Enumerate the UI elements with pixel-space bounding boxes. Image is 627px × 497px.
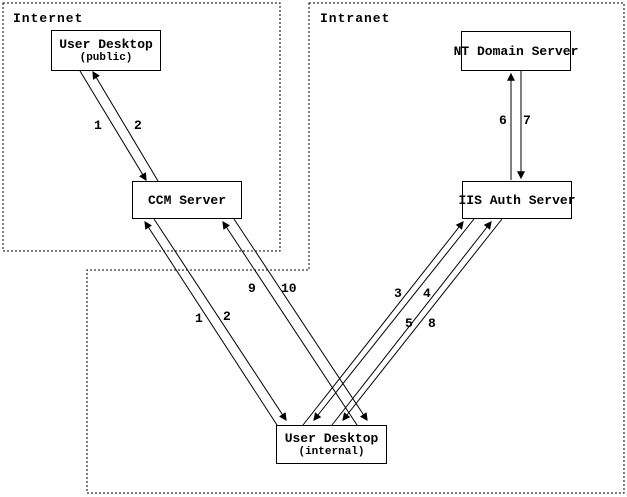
node-title: NT Domain Server	[453, 43, 579, 59]
flow-label-10: 10	[281, 281, 297, 296]
node-user-desktop-internal: User Desktop (internal)	[276, 425, 387, 464]
flow-label-1-public: 1	[94, 118, 102, 133]
node-title: User Desktop	[59, 37, 153, 52]
flow-arrow-3-user_desktop_internal-to-iis_auth_server	[302, 221, 464, 426]
flow-label-5: 5	[405, 316, 413, 331]
flow-label-3: 3	[394, 286, 402, 301]
flow-arrow-9-user_desktop_internal-to-ccm_server	[222, 220, 358, 426]
node-title: User Desktop	[284, 431, 379, 446]
flow-arrow-2-ccm_server-to-user_desktop_internal	[153, 218, 287, 422]
intranet-region-label: Intranet	[320, 11, 391, 26]
flow-label-1-internal: 1	[195, 311, 203, 326]
node-subtitle: (public)	[79, 52, 133, 64]
flow-label-2-public: 2	[134, 118, 142, 133]
node-title: CCM Server	[147, 192, 226, 208]
flow-label-2-internal: 2	[223, 309, 231, 324]
node-subtitle: (internal)	[298, 446, 365, 458]
node-title: IIS Auth Server	[458, 192, 576, 208]
intranet-region-outline	[86, 2, 625, 494]
internet-region-outline	[2, 2, 281, 252]
flow-label-4: 4	[423, 286, 431, 301]
flow-label-6: 6	[499, 113, 507, 128]
flow-label-7: 7	[523, 113, 531, 128]
node-user-desktop-public: User Desktop (public)	[51, 30, 161, 71]
flow-label-9: 9	[248, 281, 256, 296]
flow-arrow-10-ccm_server-to-user_desktop_internal	[233, 218, 368, 422]
node-iis-auth-server: IIS Auth Server	[458, 181, 576, 219]
flow-arrow-1-user_desktop_public-to-ccm_server	[79, 70, 147, 182]
node-nt-domain-server: NT Domain Server	[454, 31, 578, 71]
flow-label-8: 8	[428, 316, 436, 331]
node-ccm-server: CCM Server	[132, 181, 242, 219]
flow-arrow-4-iis_auth_server-to-user_desktop_internal	[313, 218, 475, 421]
internet-region-label: Internet	[13, 11, 84, 26]
flow-arrow-5-user_desktop_internal-to-iis_auth_server	[331, 221, 492, 426]
flow-arrow-1-user_desktop_internal-to-ccm_server	[144, 220, 278, 426]
flow-arrow-2-ccm_server-to-user_desktop_public	[92, 70, 159, 182]
flow-arrow-8-iis_auth_server-to-user_desktop_internal	[342, 218, 503, 421]
